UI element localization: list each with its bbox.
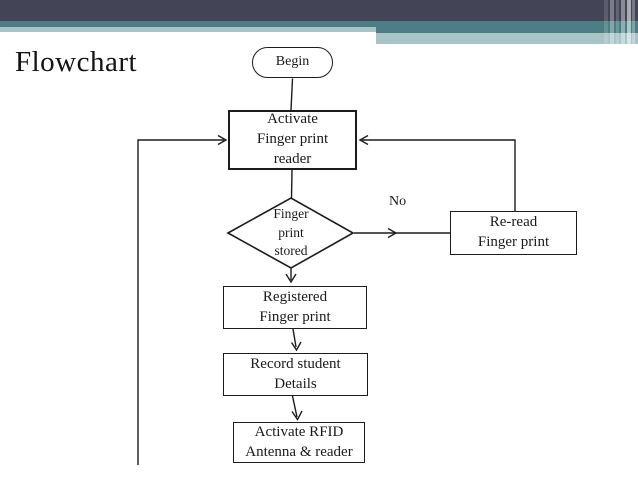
edge-label-no: No bbox=[389, 194, 407, 209]
page-title: Flowchart bbox=[15, 46, 138, 78]
header-bar-teal-right bbox=[376, 21, 638, 33]
header-stripe bbox=[616, 0, 619, 46]
header-stripe bbox=[604, 0, 608, 46]
header-bar-teal bbox=[0, 21, 638, 27]
edge-begin-activate bbox=[290, 78, 294, 111]
node-registered-fingerprint: Registered Finger print bbox=[223, 286, 367, 329]
header-stripe bbox=[627, 0, 631, 46]
node-activate-rfid-antenna: Activate RFID Antenna & reader bbox=[233, 422, 365, 463]
header-bar-light-teal-right bbox=[376, 33, 638, 44]
edge-activate-decision bbox=[290, 169, 293, 199]
header-bar-dark bbox=[0, 0, 638, 21]
decision-label-fingerprint-stored: Finger print stored bbox=[273, 205, 309, 259]
header-stripe bbox=[610, 0, 614, 46]
edge-reread-activate-loop bbox=[358, 134, 516, 211]
node-begin: Begin bbox=[252, 47, 333, 78]
edge-left-loop-activate bbox=[137, 134, 228, 465]
edge-decision-registered bbox=[285, 268, 297, 284]
node-reread-fingerprint: Re-read Finger print bbox=[450, 211, 577, 255]
node-activate-fingerprint-reader: Activate Finger print reader bbox=[228, 110, 357, 170]
node-decision-fingerprint-stored bbox=[226, 197, 355, 269]
edge-registered-record bbox=[290, 328, 302, 352]
header-stripe bbox=[632, 0, 635, 46]
header-stripe bbox=[621, 0, 625, 46]
edge-record-rfid bbox=[291, 395, 303, 421]
header-bar-light-teal-left bbox=[0, 27, 376, 32]
node-record-student-details: Record student Details bbox=[223, 353, 368, 396]
edge-decision-reread bbox=[354, 227, 450, 239]
